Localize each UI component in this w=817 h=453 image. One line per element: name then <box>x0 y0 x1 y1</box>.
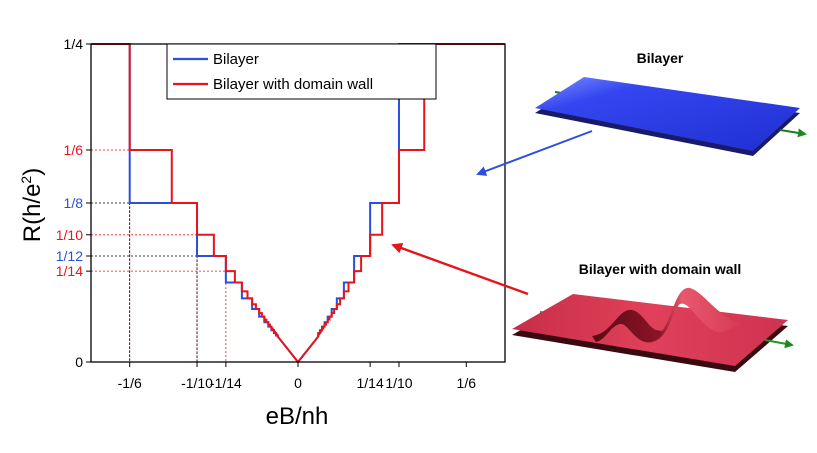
x-tick-label-1: -1/10 <box>181 375 213 391</box>
y-tick-label-4: 1/12 <box>56 248 83 264</box>
x-tick-label-6: 1/6 <box>457 375 477 391</box>
legend: Bilayer Bilayer with domain wall <box>166 43 437 100</box>
legend-label-bilayer: Bilayer <box>213 51 259 68</box>
x-tick-label-5: 1/10 <box>385 375 412 391</box>
bilayer-panel-label: Bilayer <box>637 50 684 66</box>
y-tick-label-2: 1/8 <box>64 195 84 211</box>
domain-wall-pointer-arrow <box>391 242 529 296</box>
domain-wall-panel-label: Bilayer with domain wall <box>579 261 742 277</box>
x-tick-label-4: 1/14 <box>357 375 384 391</box>
y-tick-label-0: 1/4 <box>64 36 84 52</box>
bilayer-illustration: Bilayer <box>476 50 807 176</box>
x-axis-label: eB/nh <box>266 403 329 430</box>
y-tick-label-5: 1/14 <box>56 263 83 279</box>
y-tick-label-6: 0 <box>75 354 83 370</box>
y-tick-label-1: 1/6 <box>64 142 84 158</box>
legend-label-domain-wall: Bilayer with domain wall <box>213 76 373 93</box>
domain-wall-flow-arrow-out <box>764 339 794 349</box>
domain-wall-illustration: Bilayer with domain wall <box>391 242 794 372</box>
y-axis-label-main: R(h/e <box>19 184 46 243</box>
domain-wall-ridge <box>592 287 742 343</box>
bilayer-sheet-top <box>535 77 800 151</box>
bilayer-pointer-arrow <box>476 130 593 176</box>
legend-box <box>166 43 437 100</box>
x-tick-label-0: -1/6 <box>118 375 142 391</box>
bilayer-flow-arrow-out <box>779 128 807 138</box>
y-axis-label: R(h/e2) <box>18 168 46 242</box>
x-tick-label-3: 0 <box>294 375 302 391</box>
y-axis-label-close: ) <box>19 168 46 176</box>
y-axis-label-sup: 2 <box>18 176 34 184</box>
y-tick-label-3: 1/10 <box>56 227 83 243</box>
x-tick-label-2: -1/14 <box>210 375 242 391</box>
